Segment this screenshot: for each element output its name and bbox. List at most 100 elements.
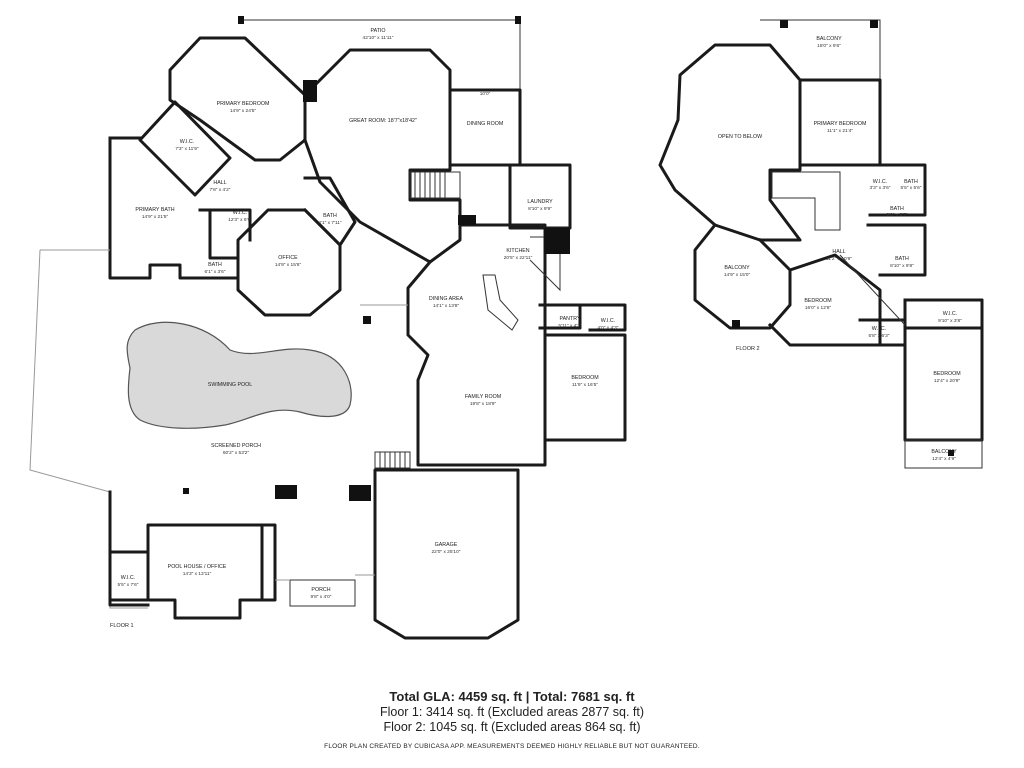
room-name: POOL HOUSE / OFFICE xyxy=(168,564,227,570)
room-name: BATH xyxy=(208,262,222,268)
primary-bath-walls xyxy=(108,136,240,280)
stairs-floor2 xyxy=(771,171,841,231)
room-dims: 14'1" x 13'8" xyxy=(433,303,460,309)
room-dims: 8'10" x 9'9" xyxy=(528,206,552,212)
wic-1-walls xyxy=(138,100,232,197)
wic-7-walls xyxy=(858,318,907,347)
pool-house-bath-walls xyxy=(260,523,277,602)
great-room-walls xyxy=(302,48,462,264)
pool-house-walls xyxy=(146,523,264,620)
room-dims: 12'4" x 4'9" xyxy=(932,456,956,462)
family-room-walls xyxy=(406,259,547,467)
floor1-walls xyxy=(29,19,627,640)
dining-room-walls xyxy=(448,88,522,167)
floor2-area-summary: Floor 2: 1045 sq. ft (Excluded areas 864… xyxy=(383,720,641,734)
room-name: BALCONY xyxy=(816,36,842,42)
room-name: BALCONY xyxy=(724,265,750,271)
primary-bedroom-walls xyxy=(168,36,307,162)
room-dims: 5'5" x 7'6" xyxy=(118,582,139,588)
room-dims: 14'9" x 15'0" xyxy=(724,272,751,278)
room-dims: 4'0" x 4'3" xyxy=(598,325,619,331)
room-name: SCREENED PORCH xyxy=(211,443,261,449)
room-dims: 22'0" x 25'10" xyxy=(432,549,461,555)
wic-6-walls xyxy=(903,298,984,330)
balcony-bottom-outline xyxy=(904,439,983,469)
room-name: GARAGE xyxy=(435,542,458,548)
room-name: W.I.C. xyxy=(873,179,887,185)
room-dims: 12'3" x 6'9" xyxy=(228,217,252,223)
room-dims: 7'3" x 11'9" xyxy=(175,146,199,152)
floor2-posts xyxy=(732,20,954,456)
room-name: HALL xyxy=(213,180,226,186)
room-name: LAUNDRY xyxy=(527,199,553,205)
room-name: PATIO xyxy=(370,28,385,34)
room-name: BATH xyxy=(895,256,909,262)
balcony-left-walls xyxy=(693,222,792,330)
room-dims: 14'9" x 24'5" xyxy=(230,108,257,114)
room-name: BEDROOM xyxy=(571,375,598,381)
bedroom-2-walls xyxy=(767,253,882,347)
room-name: BATH xyxy=(323,213,337,219)
bath-c-walls xyxy=(866,223,927,277)
kitchen-island xyxy=(482,274,519,331)
room-dims: 11'1" x 21'4" xyxy=(827,128,853,134)
room-dims: 8'10" x 9'8" xyxy=(890,263,914,269)
room-dims: 20'5" x 22'11" xyxy=(504,255,533,261)
room-name: PRIMARY BATH xyxy=(135,207,174,213)
room-dims: 7'8" x 4'2" xyxy=(210,187,231,193)
room-name: W.I.C. xyxy=(601,318,615,324)
exterior-steps xyxy=(374,451,411,469)
room-name: KITCHEN xyxy=(506,248,529,254)
room-name: OFFICE xyxy=(278,255,298,261)
room-dims: 42'10" x 11'11" xyxy=(363,35,394,41)
structural-posts xyxy=(183,16,570,501)
room-dims: 14'9" x 15'6" xyxy=(275,262,302,268)
floor-label: FLOOR 1 xyxy=(110,623,134,629)
room-name: BATH xyxy=(904,179,918,185)
open-to-below-walls xyxy=(658,43,802,242)
bath-area-walls xyxy=(868,163,927,217)
stairs-floor1 xyxy=(409,171,461,199)
room-name: W.I.C. xyxy=(943,311,957,317)
porch-wall-left xyxy=(108,490,150,607)
room-dims: 14'9" x 21'5" xyxy=(142,214,169,220)
room-name: W.I.C. xyxy=(121,575,135,581)
room-name: BEDROOM xyxy=(933,371,960,377)
bath-hall-walls xyxy=(302,176,357,247)
room-name: OPEN TO BELOW xyxy=(718,134,762,140)
floor1-labels: PATIO 42'10" x 11'11" PRIMARY BEDROOM 14… xyxy=(110,28,619,629)
room-name: PANTRY xyxy=(560,316,581,322)
floor1-area-summary: Floor 1: 3414 sq. ft (Excluded areas 287… xyxy=(379,705,645,719)
porch-outline xyxy=(289,579,356,607)
room-dims: 11'9" x 16'5" xyxy=(572,382,598,388)
room-name: PORCH xyxy=(311,587,330,593)
room-name: PRIMARY BEDROOM xyxy=(217,101,270,107)
room-name: BATH xyxy=(890,206,904,212)
room-name: PRIMARY BEDROOM xyxy=(814,121,867,127)
floor2-walls xyxy=(658,19,984,469)
room-dims: 11'2" x 10'9" xyxy=(826,256,852,262)
room-name: W.I.C. xyxy=(872,326,886,332)
hall-diagonal xyxy=(839,254,906,326)
room-dims: 5'8" x 6'3" xyxy=(869,333,890,339)
room-dims: 16'0" x 12'8" xyxy=(805,305,832,311)
room-name: DINING AREA xyxy=(429,296,464,302)
room-dims: 12'4" x 20'9" xyxy=(934,378,961,384)
room-dims: 10'0" xyxy=(480,91,491,97)
room-name: BALCONY xyxy=(931,449,957,455)
room-name: W.I.C. xyxy=(233,210,247,216)
room-dims: 9'10" x 3'8" xyxy=(938,318,962,324)
room-dims: 60'2" x 53'2" xyxy=(223,450,250,456)
room-name: SWIMMING POOL xyxy=(208,382,252,388)
credit-note: FLOOR PLAN CREATED BY CUBICASA APP. MEAS… xyxy=(324,743,700,750)
room-dims: 6'1" x 3'6" xyxy=(205,269,226,275)
garage-walls xyxy=(373,468,520,640)
room-name: W.I.C. xyxy=(180,139,194,145)
room-name: GREAT ROOM: 18'7"x18'42" xyxy=(349,118,417,124)
balcony-top-outline xyxy=(760,19,881,88)
room-name: BEDROOM xyxy=(804,298,831,304)
screened-porch-outline xyxy=(29,249,408,609)
room-name: HALL xyxy=(832,249,845,255)
pantry-walls xyxy=(538,303,627,332)
